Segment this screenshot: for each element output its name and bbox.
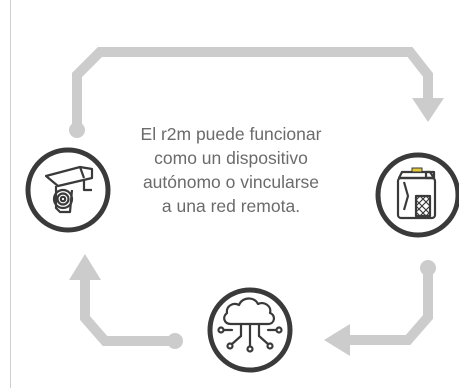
device-node — [375, 152, 459, 238]
arrowhead-up — [69, 254, 101, 280]
description-line: a una red remota. — [161, 196, 301, 216]
connector-right — [324, 260, 436, 356]
description-line: autónomo o vincularse — [142, 172, 320, 192]
description-line: como un dispositivo — [154, 148, 308, 168]
arrowhead-left — [324, 324, 350, 356]
security-camera-icon — [44, 165, 94, 214]
network-node — [207, 287, 293, 373]
camera-node — [25, 147, 111, 233]
connector-left — [69, 254, 183, 349]
connector-start-dot — [167, 333, 183, 349]
connector-start-dot — [69, 122, 85, 138]
r2m-device-icon — [396, 170, 437, 220]
cloud-network-icon — [217, 297, 283, 353]
connector-top — [69, 47, 444, 138]
connector-start-dot — [420, 260, 436, 276]
description-line: El r2m puede funcionar — [140, 124, 322, 144]
left-divider — [10, 0, 11, 388]
arrowhead-down — [412, 98, 444, 122]
description-text: El r2m puede funcionar como un dispositi… — [128, 122, 334, 218]
status-light — [411, 167, 423, 173]
